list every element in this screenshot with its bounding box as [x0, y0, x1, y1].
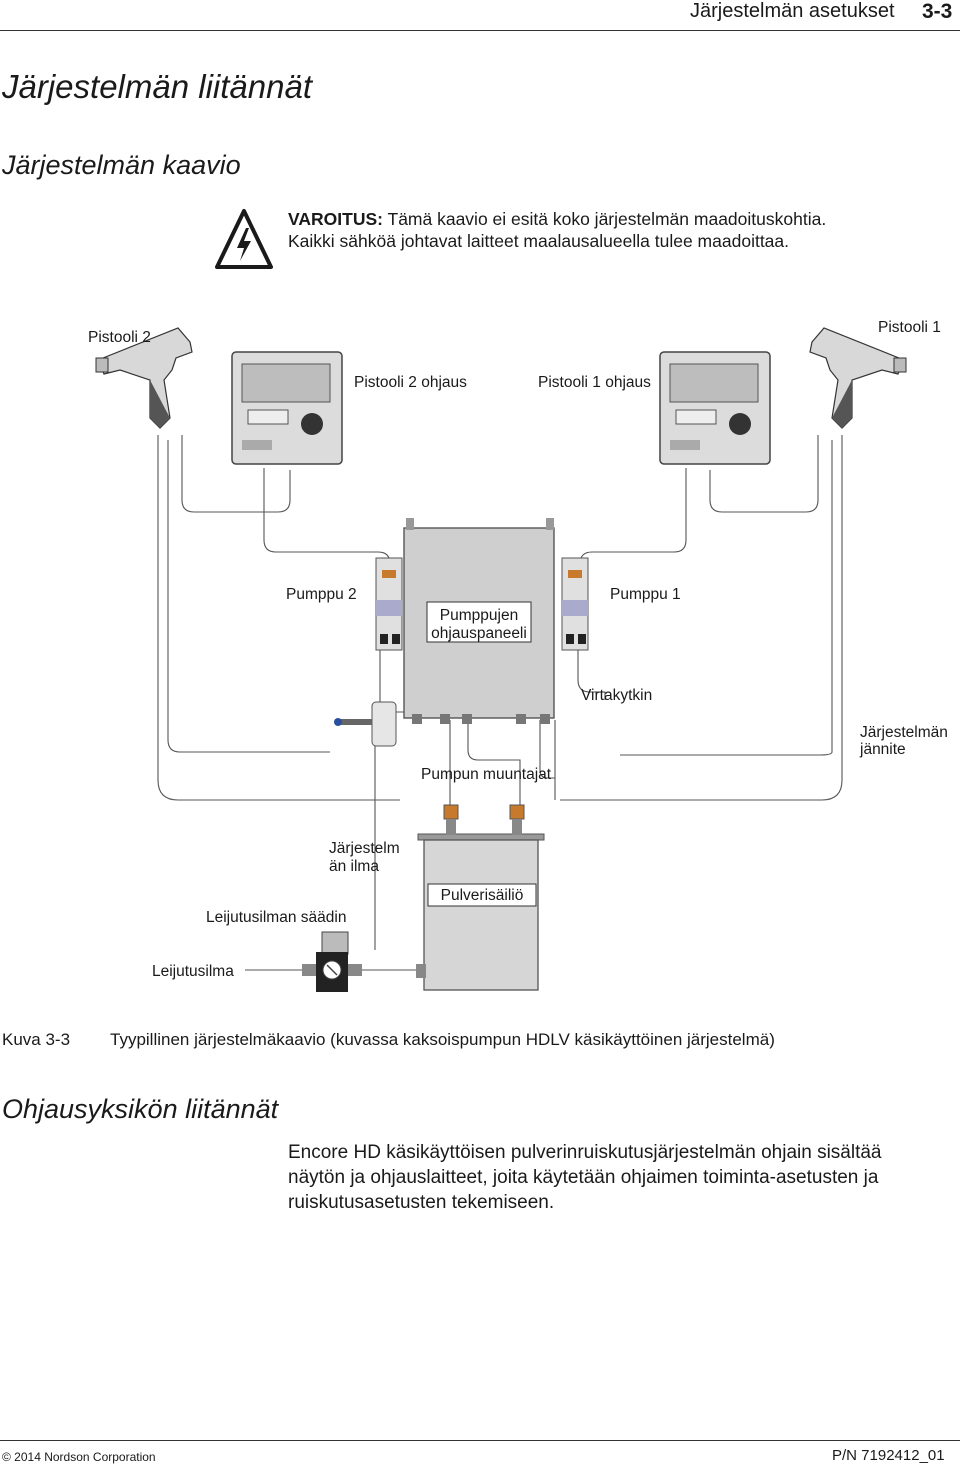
body-paragraph: Encore HD käsikäyttöisen pulverinruiskut… — [288, 1142, 882, 1213]
label-system-air-line1: Järjestelm — [329, 840, 400, 857]
label-pump-2: Pumppu 2 — [286, 586, 357, 603]
label-pump-panel-line1: Pumppujen — [440, 607, 518, 624]
label-system-voltage-line2: jännite — [859, 741, 906, 758]
label-pump-transducers: Pumpun muuntajat — [421, 766, 552, 783]
footer-rule — [0, 1440, 960, 1441]
label-gun-2: Pistooli 2 — [88, 329, 151, 346]
label-fluidizing-regulator: Leijutusilman säädin — [206, 909, 346, 926]
pump-panel-label-box — [426, 601, 532, 643]
label-gun-1-control: Pistooli 1 ohjaus — [538, 374, 651, 391]
warning-text: VAROITUS: Tämä kaavio ei esitä koko järj… — [288, 208, 928, 252]
air-filter — [334, 701, 397, 747]
gun-2-controller — [231, 351, 343, 465]
label-fluidizing-air: Leijutusilma — [152, 963, 234, 980]
warning-line2: Kaikki sähköä johtavat laitteet maalausa… — [288, 231, 790, 251]
powder-hopper — [416, 804, 545, 991]
label-pump-panel-line2: ohjauspaneeli — [431, 625, 527, 642]
warning-label: VAROITUS: — [288, 209, 383, 229]
page-title: Järjestelmän liitännät — [2, 68, 312, 105]
header-section-title: Järjestelmän asetukset — [690, 0, 895, 22]
label-system-air-line2: än ilma — [329, 858, 379, 875]
fluidizing-air-regulator — [302, 931, 362, 992]
label-powder-hopper: Pulverisäiliö — [441, 887, 524, 904]
high-voltage-warning-icon — [215, 209, 273, 269]
label-gun-2-control: Pistooli 2 ohjaus — [354, 374, 467, 391]
label-gun-1: Pistooli 1 — [878, 319, 941, 336]
footer-part-number: P/N 7192412_01 — [832, 1447, 945, 1464]
figure-caption: Tyypillinen järjestelmäkaavio (kuvassa k… — [110, 1030, 775, 1049]
header-rule — [0, 30, 960, 31]
spray-gun-1 — [809, 327, 907, 429]
section-heading-controller: Ohjausyksikön liitännät — [2, 1094, 279, 1124]
pump-1 — [561, 557, 589, 651]
header-page-number: 3-3 — [922, 0, 953, 23]
pump-2 — [375, 557, 403, 651]
hopper-label-box — [427, 883, 537, 907]
gun-1-controller — [659, 351, 771, 465]
label-power-switch: Virtakytkin — [581, 687, 652, 704]
figure-number: Kuva 3-3 — [2, 1030, 71, 1049]
system-diagram: Pistooli 2 Pistooli 1 Pistooli 2 ohjaus … — [88, 319, 948, 992]
label-system-voltage-line1: Järjestelmän — [860, 724, 948, 741]
label-pump-1: Pumppu 1 — [610, 586, 681, 603]
section-heading-diagram: Järjestelmän kaavio — [2, 150, 241, 180]
footer-copyright: © 2014 Nordson Corporation — [2, 1450, 156, 1464]
spray-gun-2 — [95, 327, 193, 429]
warning-line1: Tämä kaavio ei esitä koko järjestelmän m… — [382, 209, 827, 229]
